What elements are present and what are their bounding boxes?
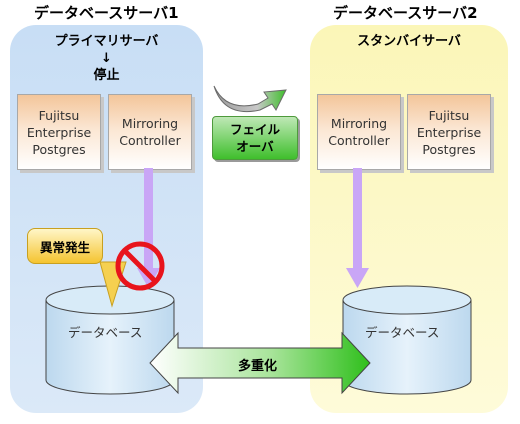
server2-role: スタンバイサーバ [357, 34, 461, 49]
server1-role-arrow: ↓ [101, 51, 112, 66]
failover-arrow-icon [213, 85, 287, 113]
anomaly-callout: 異常発生 [27, 228, 103, 264]
server1-role-stopped: 停止 [93, 68, 120, 83]
server2-database-label: データベース [365, 325, 440, 340]
server2-mirroring-box: Mirroring Controller [317, 94, 401, 170]
server1-connector-arrow [137, 168, 160, 288]
multiplex-label: 多重化 [238, 359, 278, 374]
server1-role: プライマリサーバ ↓ 停止 [10, 33, 203, 84]
prohibited-icon [115, 241, 165, 291]
server1-title: データベースサーバ1 [34, 4, 179, 22]
server2-title: データベースサーバ2 [333, 4, 478, 22]
multiplex-double-arrow [149, 331, 371, 395]
server2-fep-box: Fujitsu Enterprise Postgres [407, 94, 491, 170]
server1-database-label: データベース [68, 325, 143, 340]
server1-fep-box: Fujitsu Enterprise Postgres [17, 94, 101, 170]
server1-mirroring-box: Mirroring Controller [108, 94, 192, 170]
server1-role-primary: プライマリサーバ [54, 34, 159, 49]
server2-database-cylinder [342, 285, 472, 395]
failover-box: フェイル オーバ [212, 116, 298, 160]
server2-connector-arrow [346, 168, 369, 288]
